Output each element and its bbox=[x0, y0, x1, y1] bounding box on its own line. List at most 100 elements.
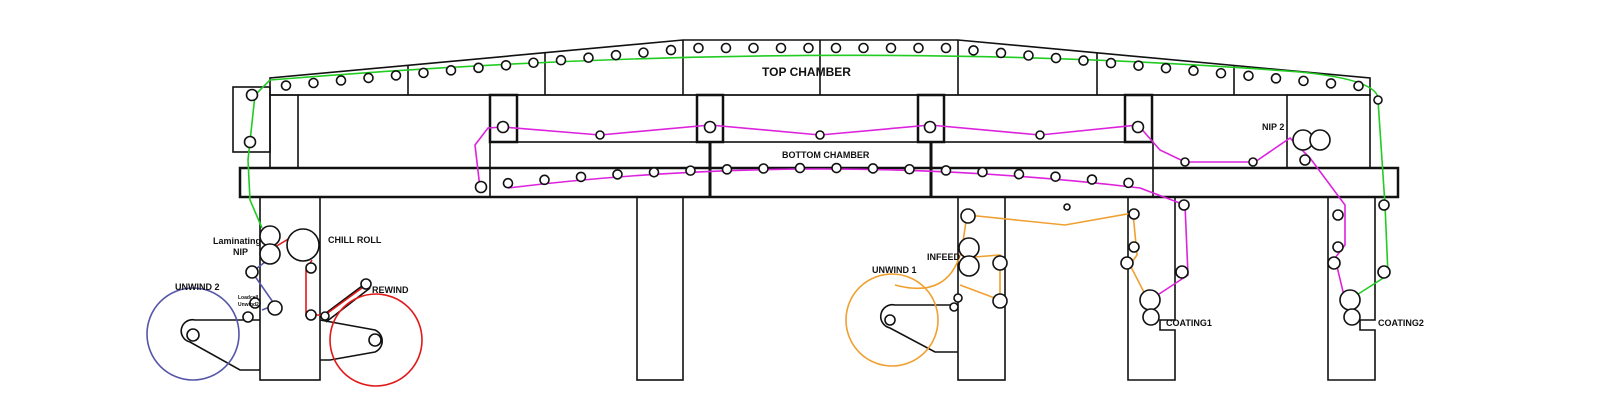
roller bbox=[1128, 208, 1140, 220]
top-chamber-roller bbox=[1353, 80, 1364, 92]
infeed-label: INFEED bbox=[927, 252, 961, 262]
nip2-label: NIP 2 bbox=[1262, 122, 1284, 132]
infeed-roll bbox=[958, 255, 980, 277]
rewind-label: REWIND bbox=[372, 285, 409, 295]
roller bbox=[368, 333, 382, 347]
roller bbox=[1332, 209, 1344, 221]
roller bbox=[1175, 265, 1189, 279]
roller bbox=[245, 88, 259, 102]
top-chamber-roller bbox=[913, 42, 924, 54]
top-chamber-roller bbox=[748, 42, 759, 54]
roller bbox=[1343, 308, 1361, 326]
top-chamber-roller bbox=[280, 80, 292, 91]
roller bbox=[249, 297, 261, 309]
roller bbox=[960, 208, 976, 224]
roller bbox=[884, 314, 896, 326]
laminating-nip-label: Laminating bbox=[213, 236, 261, 246]
bottom-chamber-roller bbox=[831, 162, 842, 174]
top-chamber-roller bbox=[1325, 78, 1337, 89]
top-chamber-roller bbox=[1270, 73, 1282, 84]
roller bbox=[703, 120, 717, 134]
top-chamber-roller bbox=[803, 42, 814, 54]
bottom-chamber-roller bbox=[867, 163, 879, 174]
top-chamber-roller bbox=[335, 75, 347, 86]
roller bbox=[360, 278, 372, 290]
legs bbox=[259, 196, 1376, 381]
bottom-chamber-roller bbox=[575, 171, 587, 183]
roller bbox=[953, 293, 963, 303]
laminating-nip-roll bbox=[259, 225, 281, 247]
top-chamber-roller bbox=[1105, 57, 1117, 69]
bottom-chamber-roller bbox=[685, 165, 696, 176]
roller bbox=[1327, 256, 1341, 270]
roller bbox=[245, 265, 259, 279]
coating2-roll bbox=[1339, 289, 1361, 311]
top-chamber bbox=[232, 39, 1371, 169]
roller bbox=[923, 120, 937, 134]
top-chamber-roller bbox=[610, 49, 622, 61]
roller bbox=[992, 255, 1008, 271]
roller bbox=[1299, 154, 1311, 166]
unwind1-label: UNWIND 1 bbox=[872, 265, 917, 275]
top-chamber-roller bbox=[308, 77, 319, 89]
roller bbox=[1178, 199, 1190, 211]
top-chamber-roller bbox=[555, 54, 567, 66]
idler bbox=[1248, 157, 1258, 167]
top-chamber-roller bbox=[1160, 62, 1172, 74]
top-chamber-roller bbox=[858, 42, 869, 54]
top-chamber-roller bbox=[638, 47, 649, 58]
idler bbox=[1035, 130, 1045, 140]
chill-roll bbox=[286, 228, 320, 262]
top-chamber-roller bbox=[363, 72, 374, 84]
coating1-label: COATING1 bbox=[1166, 318, 1212, 328]
bottom-chamber-label: BOTTOM CHAMBER bbox=[782, 150, 870, 160]
top-chamber-label: TOP CHAMBER bbox=[762, 65, 851, 79]
laminating-nip-label-2: NIP bbox=[233, 247, 248, 257]
top-chamber-roller bbox=[830, 42, 842, 54]
top-chamber-roller bbox=[968, 45, 979, 56]
bottom-chamber-roller bbox=[539, 174, 550, 186]
top-chamber-roller bbox=[775, 42, 787, 54]
top-chamber-roller bbox=[1188, 65, 1199, 77]
top-chamber-roller bbox=[1215, 67, 1227, 79]
top-chamber-roller bbox=[693, 42, 704, 54]
roller bbox=[320, 311, 330, 321]
bottom-chamber-roller bbox=[940, 165, 952, 176]
unwind2-reel bbox=[146, 287, 240, 381]
top-chamber-roller bbox=[665, 44, 677, 56]
bottom-chamber-roller bbox=[794, 162, 806, 174]
top-chamber-roller bbox=[995, 47, 1007, 59]
roller bbox=[1373, 95, 1383, 105]
loadcell-label: Loadcell bbox=[238, 295, 259, 301]
bottom-chamber-roller bbox=[648, 167, 660, 178]
chill-roll-label: CHILL ROLL bbox=[328, 235, 382, 245]
top-chamber-roller bbox=[1078, 55, 1089, 66]
top-chamber-roller bbox=[1298, 75, 1309, 87]
roller bbox=[305, 262, 317, 274]
idler bbox=[595, 130, 605, 140]
bottom-chamber-roller bbox=[904, 163, 915, 175]
top-chamber-roller bbox=[1023, 50, 1034, 61]
top-chamber-roller bbox=[528, 57, 539, 69]
bottom-chamber bbox=[488, 93, 1154, 198]
roller bbox=[243, 135, 257, 149]
roller bbox=[242, 311, 254, 323]
bottom-chamber-roller bbox=[1013, 168, 1025, 180]
roller bbox=[1128, 241, 1140, 253]
unwind2-label: UNWIND 2 bbox=[175, 282, 220, 292]
top-chamber-roller bbox=[583, 52, 594, 63]
bottom-chamber-roller bbox=[1123, 177, 1134, 189]
roller bbox=[474, 180, 488, 194]
top-chamber-roller bbox=[500, 59, 512, 71]
main-beam bbox=[238, 166, 1400, 199]
roller bbox=[1378, 199, 1390, 211]
coating2-label: COATING2 bbox=[1378, 318, 1424, 328]
top-chamber-roller bbox=[720, 42, 732, 54]
bottom-chamber-roller bbox=[977, 166, 988, 178]
roller bbox=[1377, 265, 1391, 279]
roller bbox=[496, 120, 510, 134]
unwind1-reel bbox=[845, 273, 939, 367]
nip2-roll bbox=[1309, 129, 1331, 151]
idler bbox=[815, 130, 825, 140]
